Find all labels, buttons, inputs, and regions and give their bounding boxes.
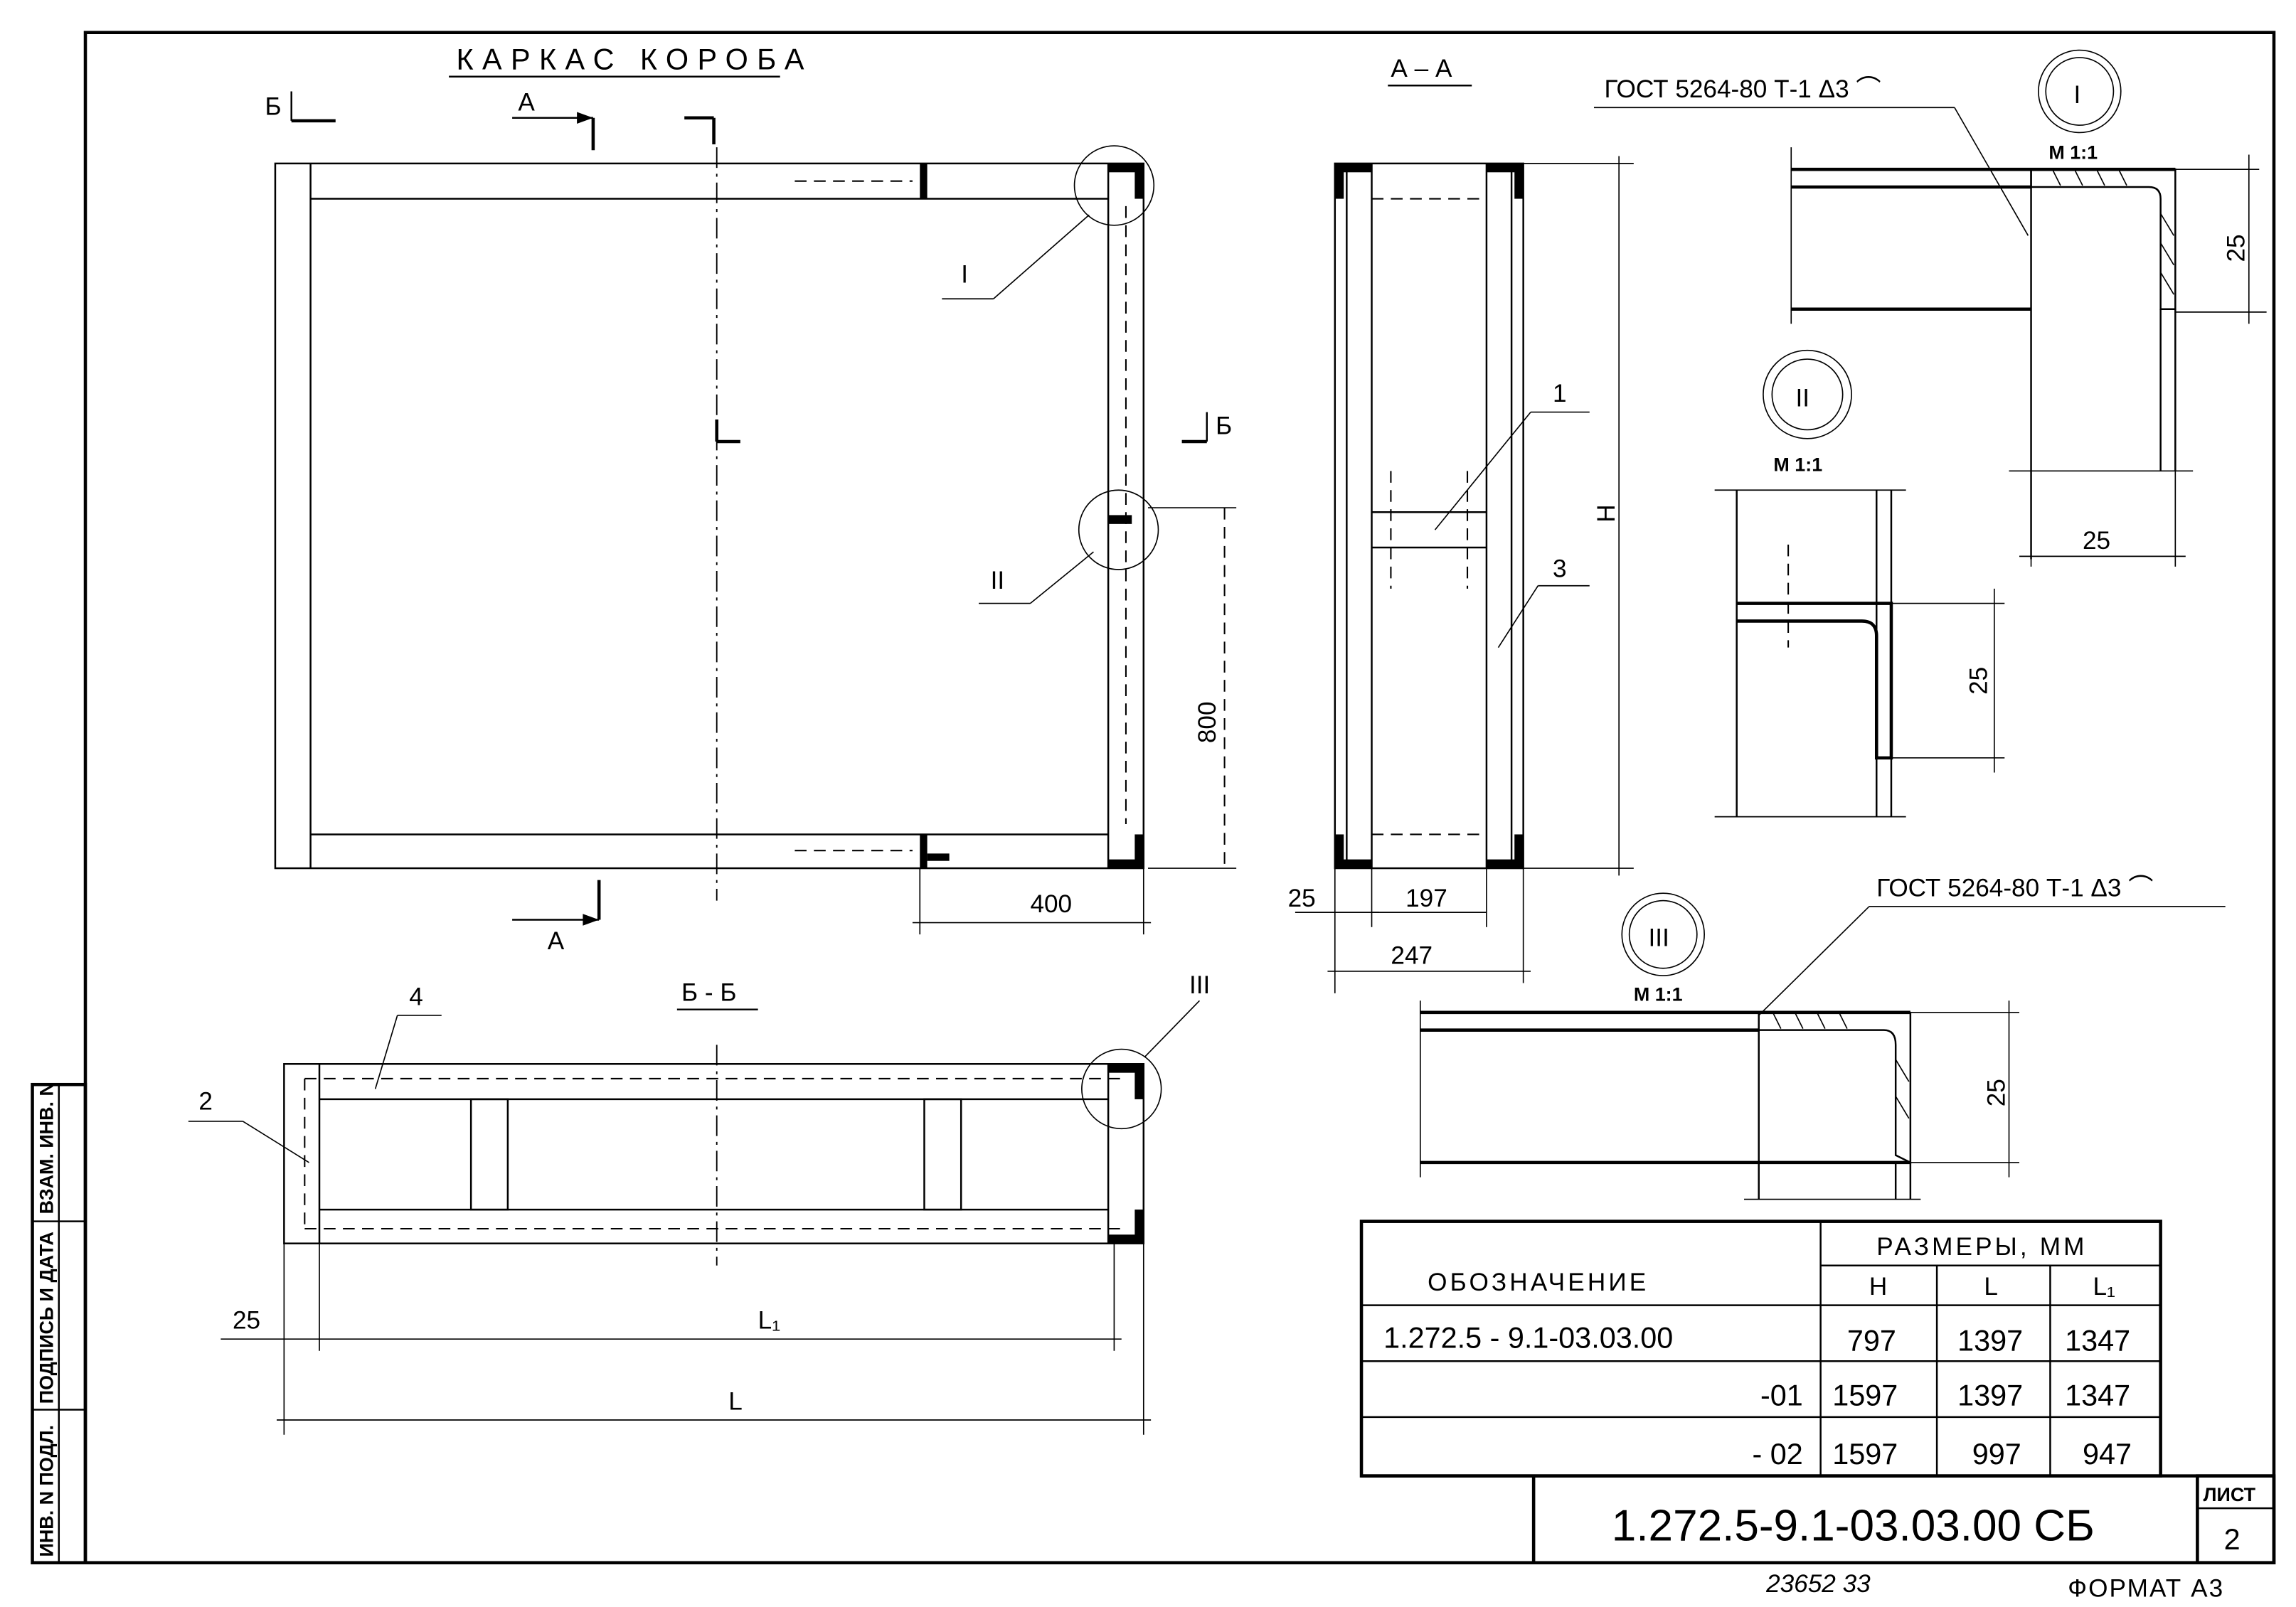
- drawing-frame: [83, 31, 2276, 1564]
- detail-2: II М 1:1 25: [1714, 349, 2005, 818]
- part-1-label: 1: [1553, 380, 1567, 407]
- dim-400: 400: [1030, 890, 1072, 918]
- part-2-label: 2: [198, 1087, 213, 1115]
- dim-l: L: [728, 1388, 743, 1416]
- section-bb-view: Б - Б III 2 4 25 L₁ L: [188, 971, 1210, 1435]
- header-h: H: [1869, 1273, 1887, 1301]
- section-a-bottom-label: А: [548, 927, 565, 955]
- section-aa-title: А – А: [1391, 55, 1452, 82]
- section-aa-view: А – А 1 3 H 25 197 247: [1288, 55, 1634, 993]
- table-row: -01 1597 1397 1347: [1760, 1379, 2130, 1411]
- main-view: КАРКАС КОРОБА А А Б Б I: [265, 43, 1237, 955]
- header-l: L: [1984, 1273, 1998, 1301]
- detail-1-dim-h: 25: [2083, 527, 2110, 555]
- table-row: - 02 1597 997 947: [1753, 1438, 2132, 1470]
- cell-l: 997: [1972, 1438, 2021, 1470]
- header-designation: ОБОЗНАЧЕНИЕ: [1428, 1269, 1649, 1296]
- detail-1: ГОСТ 5264-80 Т-1 Δ3 ⌒ I М 1:1 25 25: [1593, 49, 2267, 567]
- detail-1-weld-note: ГОСТ 5264-80 Т-1 Δ3 ⌒: [1604, 75, 1881, 103]
- dim-25-aa: 25: [1288, 885, 1316, 912]
- detail-1-scale: М 1:1: [2048, 142, 2098, 164]
- callout-1-label: I: [961, 260, 968, 288]
- dim-197: 197: [1405, 885, 1447, 912]
- dim-l1: L₁: [758, 1307, 780, 1335]
- sizes-table: ОБОЗНАЧЕНИЕ РАЗМЕРЫ, ММ H L L₁ 1.272.5 -…: [1359, 1219, 2162, 1478]
- sheet-number: 2: [2224, 1523, 2241, 1556]
- cell-l1: 1347: [2065, 1325, 2130, 1357]
- cell-l: 1397: [1957, 1325, 2023, 1357]
- main-view-title: КАРКАС КОРОБА: [456, 43, 812, 75]
- detail-3: ГОСТ 5264-80 Т-1 Δ3 ⌒ III М 1:1 25: [1419, 874, 2226, 1200]
- detail-2-dim-v: 25: [1965, 667, 1992, 695]
- detail-2-label: II: [1795, 384, 1809, 412]
- detail-1-dim-v: 25: [2223, 234, 2250, 262]
- callout-3-label: III: [1189, 971, 1210, 999]
- section-a-top-label: А: [518, 88, 535, 116]
- dim-h: H: [1593, 504, 1620, 522]
- table-row: 1.272.5 - 9.1-03.03.00 797 1397 1347: [1383, 1322, 2130, 1357]
- sheet-label: ЛИСТ: [2204, 1484, 2256, 1505]
- callout-2-label: II: [991, 567, 1005, 594]
- cell-designation: 1.272.5 - 9.1-03.03.00: [1383, 1322, 1673, 1355]
- side-stamp: ВЗАМ. ИНВ. N ПОДПИСЬ И ДАТА ИНВ. N ПОДЛ.: [31, 1082, 87, 1564]
- cell-h: 1597: [1832, 1438, 1898, 1470]
- part-3-label: 3: [1553, 555, 1567, 582]
- cell-designation: - 02: [1753, 1438, 1803, 1470]
- detail-3-weld-note: ГОСТ 5264-80 Т-1 Δ3 ⌒: [1876, 874, 2153, 902]
- section-b-left-label: Б: [265, 93, 281, 121]
- header-sizes: РАЗМЕРЫ, ММ: [1876, 1233, 2087, 1261]
- document-number: 1.272.5-9.1-03.03.00 СБ: [1612, 1502, 2095, 1551]
- stamp-replaced-inventory: ВЗАМ. ИНВ. N: [36, 1082, 57, 1214]
- cell-l1: 1347: [2065, 1379, 2130, 1411]
- title-block: 1.272.5-9.1-03.03.00 СБ ЛИСТ 2 23652 33 …: [1361, 1474, 2276, 1602]
- dim-25-bb: 25: [233, 1307, 260, 1335]
- detail-3-label: III: [1649, 924, 1669, 952]
- cell-h: 1597: [1832, 1379, 1898, 1411]
- detail-2-scale: М 1:1: [1773, 454, 1822, 475]
- cell-l1: 947: [2083, 1438, 2132, 1470]
- section-bb-title: Б - Б: [681, 978, 736, 1006]
- cell-designation: -01: [1760, 1379, 1803, 1411]
- archive-number: 23652 33: [1765, 1570, 1871, 1598]
- detail-3-scale: М 1:1: [1634, 983, 1683, 1005]
- dim-247: 247: [1391, 942, 1433, 970]
- cell-l: 1397: [1957, 1379, 2023, 1411]
- part-4-label: 4: [409, 983, 423, 1010]
- dim-800: 800: [1194, 701, 1221, 743]
- detail-1-label: I: [2074, 81, 2081, 109]
- section-b-right-label: Б: [1216, 412, 1232, 440]
- stamp-original-inventory: ИНВ. N ПОДЛ.: [36, 1425, 57, 1557]
- sheet-format: ФОРМАТ А3: [2068, 1574, 2224, 1602]
- cell-h: 797: [1847, 1325, 1896, 1357]
- header-l1: L₁: [2093, 1273, 2115, 1301]
- stamp-signature-date: ПОДПИСЬ И ДАТА: [36, 1232, 57, 1404]
- detail-3-dim-v: 25: [1982, 1079, 2010, 1106]
